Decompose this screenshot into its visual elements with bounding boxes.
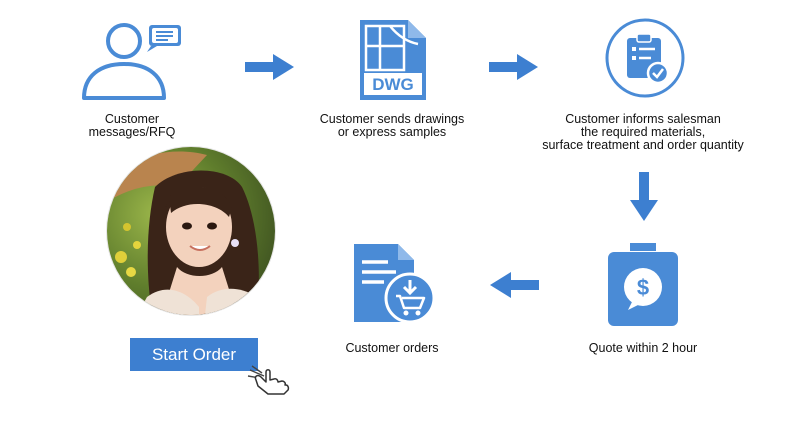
step-orders-label: Customer orders	[322, 342, 462, 355]
order-cart-icon	[354, 244, 436, 324]
customer-service-photo	[107, 147, 275, 315]
arrow-down-icon	[630, 172, 658, 221]
hand-cursor-icon	[247, 365, 290, 395]
step-inform-line2: the required materials,	[580, 125, 706, 139]
customer-message-icon	[82, 23, 181, 100]
dwg-file-icon: DWG	[360, 20, 426, 100]
step-rfq-line2: messages/RFQ	[88, 125, 176, 139]
arrow-right-icon	[489, 54, 538, 80]
step-inform-label: Customer informs salesman the required m…	[523, 113, 763, 152]
customer-service-photo-image	[107, 147, 275, 315]
step-rfq-label: Customer messages/RFQ	[62, 113, 202, 139]
dollar-symbol: $	[637, 275, 649, 300]
arrow-left-icon	[490, 272, 539, 298]
step-inform-line1: Customer informs salesman	[565, 112, 721, 126]
step-drawings-label: Customer sends drawings or express sampl…	[302, 113, 482, 139]
start-order-button[interactable]: Start Order	[130, 338, 258, 371]
arrow-right-icon	[245, 54, 294, 80]
step-rfq-line1: Customer	[104, 112, 160, 126]
step-inform-line3: surface treatment and order quantity	[542, 138, 744, 152]
step-quote-label: Quote within 2 hour	[568, 342, 718, 355]
quote-clipboard-icon: $	[608, 243, 678, 326]
dwg-badge-text: DWG	[372, 75, 414, 94]
step-drawings-line1: Customer sends drawings	[319, 112, 465, 126]
step-quote-line1: Quote within 2 hour	[588, 341, 698, 355]
clipboard-check-icon	[605, 18, 685, 98]
step-orders-line1: Customer orders	[345, 341, 439, 355]
step-drawings-line2: or express samples	[337, 125, 447, 139]
